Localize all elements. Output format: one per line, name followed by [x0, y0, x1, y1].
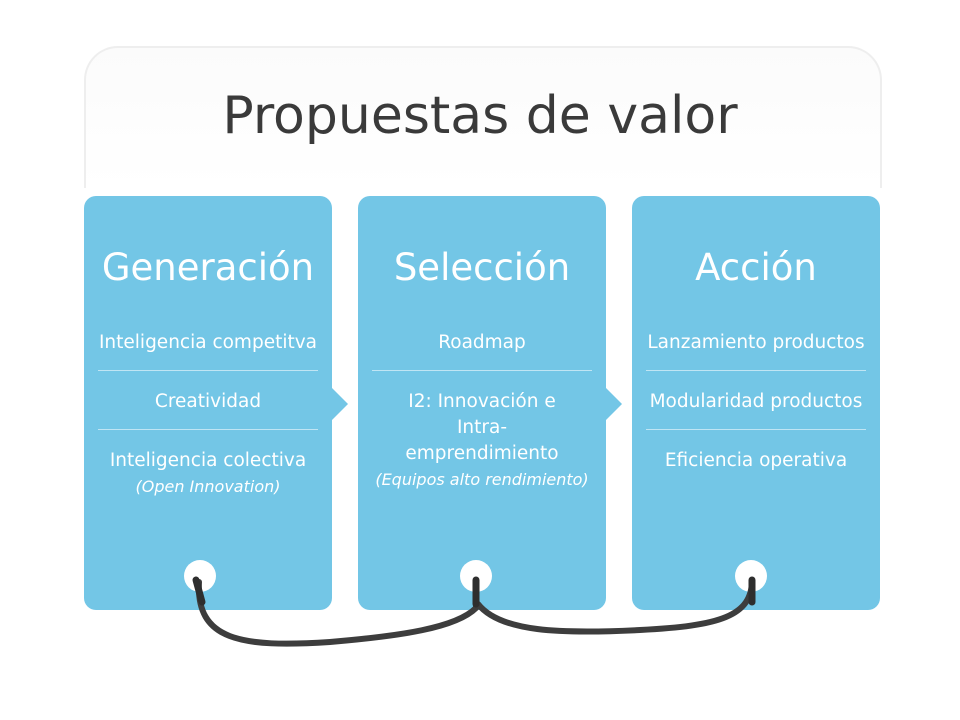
- panel-item: Eficiencia operativa: [646, 444, 866, 478]
- panel-item-text: Inteligencia colectiva: [109, 450, 307, 471]
- panel-item: I2: Innovación e Intra-emprendimiento (E…: [372, 385, 592, 497]
- page-title: Propuestas de valor: [222, 86, 738, 146]
- cable-left-end: [192, 576, 206, 606]
- panel-heading: Generación: [101, 246, 315, 289]
- panel-item: Roadmap: [372, 326, 592, 371]
- panel-accion: Acción Lanzamiento productos Modularidad…: [632, 196, 880, 610]
- panel-item-note: (Equipos alto rendimiento): [375, 470, 589, 489]
- panel-item: Lanzamiento productos: [646, 326, 866, 371]
- panel-item-text: Lanzamiento productos: [647, 332, 865, 353]
- panel-item: Inteligencia competitva: [98, 326, 318, 371]
- panel-item: Creatividad: [98, 385, 318, 430]
- cable-right: [475, 577, 755, 635]
- panel-item: Inteligencia colectiva (Open Innovation): [98, 444, 318, 504]
- panel-item-text: Creatividad: [154, 391, 262, 412]
- panel-item-text: Modularidad productos: [649, 391, 863, 412]
- panel-items: Roadmap I2: Innovación e Intra-emprendim…: [372, 326, 592, 497]
- chevron-right-icon: [332, 388, 348, 420]
- panel-heading: Acción: [695, 246, 817, 289]
- panel-item-text: Roadmap: [438, 332, 526, 353]
- panel-item: Modularidad productos: [646, 385, 866, 430]
- title-frame: [84, 46, 882, 188]
- panel-item-text: I2: Innovación e Intra-emprendimiento: [405, 391, 559, 464]
- panel-items: Inteligencia competitva Creatividad Inte…: [98, 326, 318, 504]
- panel-heading: Selección: [393, 246, 571, 289]
- panel-item-note: (Open Innovation): [135, 477, 281, 496]
- panel-items: Lanzamiento productos Modularidad produc…: [646, 326, 866, 478]
- chevron-right-icon: [606, 388, 622, 420]
- panel-generacion: Generación Inteligencia competitva Creat…: [84, 196, 332, 610]
- panel-item-text: Inteligencia competitva: [98, 332, 318, 353]
- panel-seleccion: Selección Roadmap I2: Innovación e Intra…: [358, 196, 606, 610]
- panel-item-text: Eficiencia operativa: [664, 450, 848, 471]
- cable-left: [195, 577, 479, 647]
